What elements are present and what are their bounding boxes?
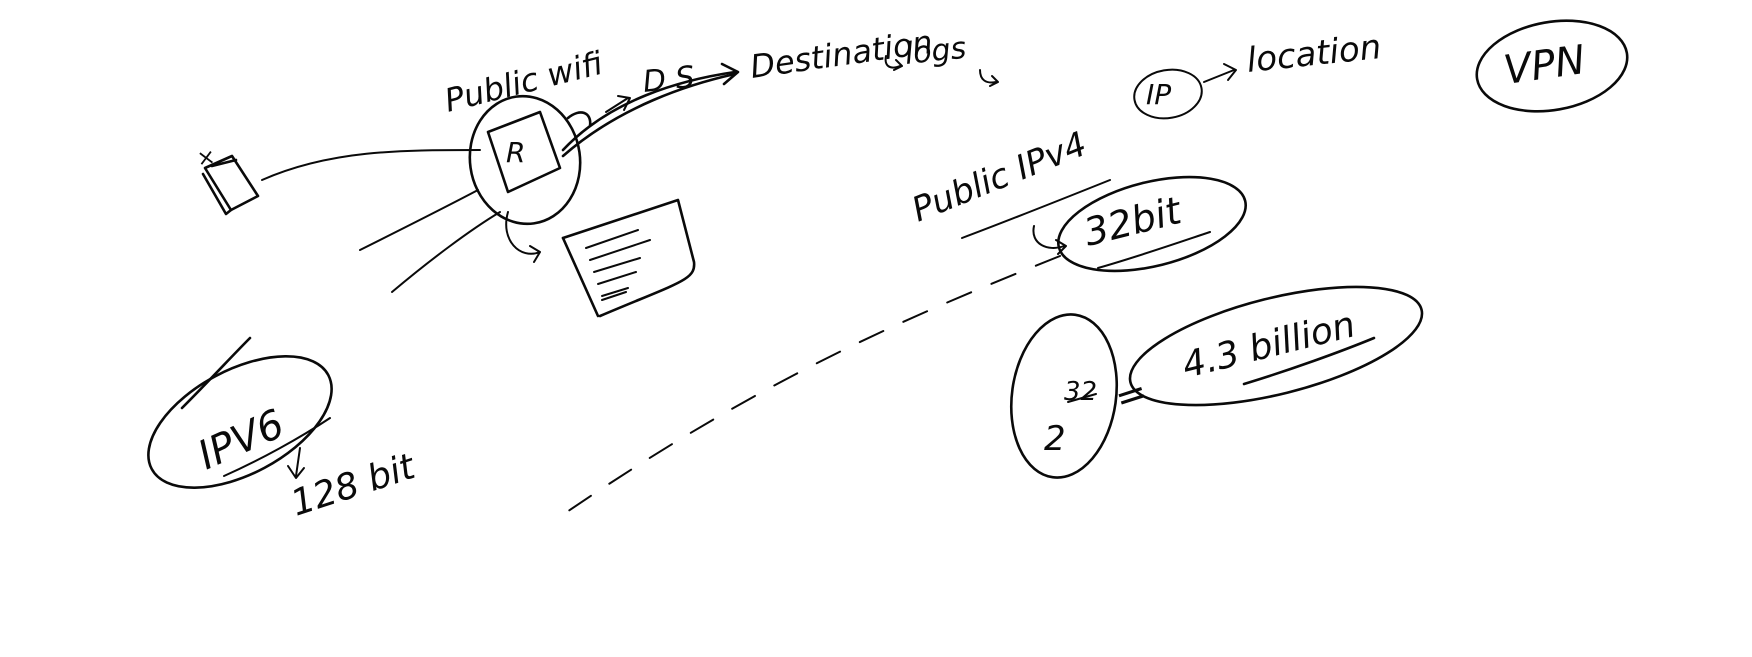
vpn-circle [1475,19,1629,113]
public-ip-underline [961,179,1111,239]
exp-base-label: 2 [1044,419,1066,459]
ipv6-arrow [287,447,305,479]
arrow-to-destination [561,70,737,152]
logs-label: logs [903,31,968,72]
document-arrow [505,211,541,263]
logs-arrow-2 [979,69,999,87]
billion-underline [1242,336,1376,386]
document-icon [561,198,696,318]
ipv6-circle [147,355,333,489]
billion-label: 4.3 billion [1178,304,1359,386]
ds-label: D S [641,60,696,100]
ipv6-check [180,336,252,410]
bits-128-label: 128 bit [286,446,421,525]
ip-circle [1133,68,1203,120]
arrow-to-location [1203,63,1237,83]
arrow-to-ds [605,95,631,113]
device-icon [201,154,260,216]
connection-line-2 [359,189,479,251]
vpn-label: VPN [1501,37,1588,94]
cross-mark: × [195,145,217,172]
dashed-link [557,255,1061,519]
location-label: location [1245,27,1383,81]
logs-arrow [884,55,903,71]
public-wifi-label: Public wifi [441,44,607,120]
billion-circle [1128,285,1424,407]
power-circle [1009,313,1119,479]
ip-label: IP [1146,78,1171,111]
bits-32-circle [1056,175,1248,273]
connection-line-3 [391,211,501,293]
router-label: R [506,136,525,169]
public-ipv4-label: Public IPv4 [906,124,1092,230]
router-icon [468,94,592,226]
bits-32-underline [1097,231,1211,269]
ipv6-underline [223,417,331,477]
connection-line-device [261,149,481,181]
